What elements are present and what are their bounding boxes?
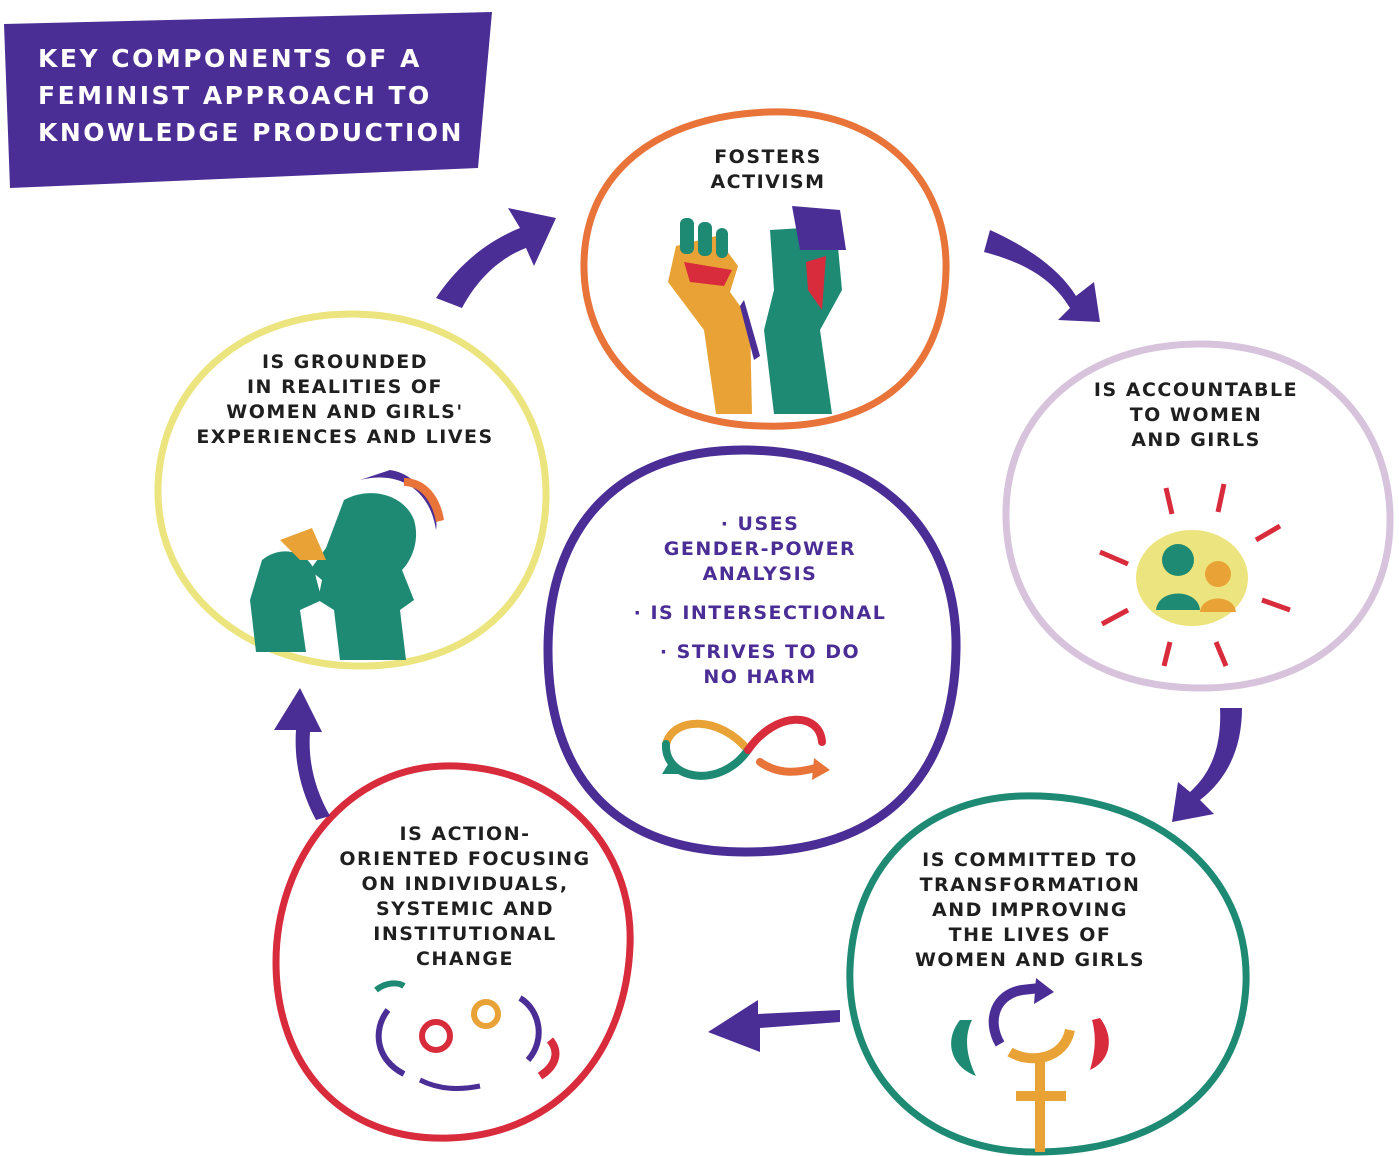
women-faces-icon — [250, 470, 444, 660]
circle-action — [272, 762, 634, 1142]
cycle-arrow-5 — [274, 688, 330, 820]
cycle-arrow-3 — [1172, 708, 1242, 822]
label-grounded: IS GROUNDED IN REALITIES OF WOMEN AND GI… — [196, 351, 494, 448]
circle-center — [543, 445, 961, 857]
circle-accountable — [1002, 340, 1394, 692]
center-item-intersectional: · IS INTERSECTIONAL — [633, 602, 887, 624]
circle-activism — [580, 108, 950, 430]
diagram-title: KEY COMPONENTS OF A FEMINIST APPROACH TO… — [38, 44, 464, 147]
label-accountable: IS ACCOUNTABLE TO WOMEN AND GIRLS — [1093, 379, 1299, 451]
center-item-no-harm: · STRIVES TO DO NO HARM — [659, 641, 861, 688]
center-principles-list: · USES GENDER-POWER ANALYSIS · IS INTERS… — [600, 512, 920, 704]
gears-icon — [374, 980, 560, 1091]
center-item-gender-power: · USES GENDER-POWER ANALYSIS — [663, 513, 857, 585]
cycle-arrow-4 — [708, 1000, 840, 1052]
venus-cycle-icon — [951, 978, 1109, 1152]
raised-fists-icon — [668, 206, 846, 414]
circle-grounded — [154, 310, 550, 670]
cycle-arrow-1 — [436, 208, 556, 308]
cycle-arrow-2 — [984, 230, 1100, 322]
infinity-arrows-icon — [661, 715, 830, 780]
converging-arrows-people-icon — [1099, 483, 1291, 667]
label-transformation: IS COMMITTED TO TRANSFORMATION AND IMPRO… — [914, 849, 1146, 971]
label-fosters-activism: FOSTERS ACTIVISM — [710, 146, 826, 193]
title-banner — [4, 12, 492, 188]
label-action-oriented: IS ACTION- ORIENTED FOCUSING ON INDIVIDU… — [339, 823, 591, 970]
